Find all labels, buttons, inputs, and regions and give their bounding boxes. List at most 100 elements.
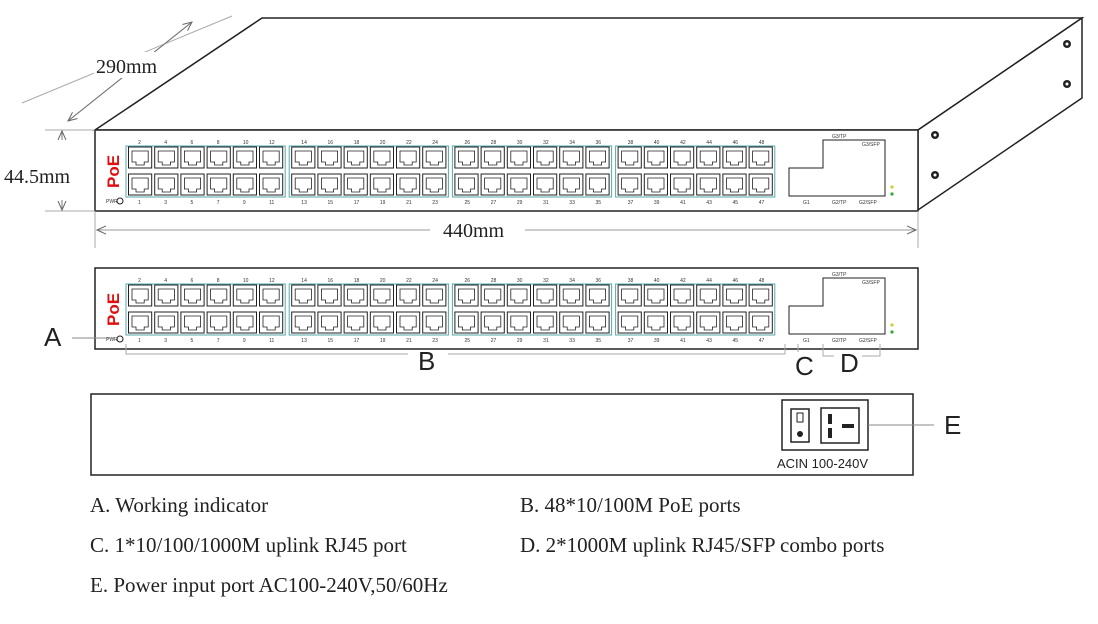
width-label: 440mm [443,220,505,242]
rj45-port-icon [559,173,584,196]
port-number-bottom: 27 [491,200,497,206]
led-indicator-icon [890,192,894,196]
rj45-port-icon [369,311,394,334]
port-block [615,145,776,198]
port-number-bottom: 33 [569,338,575,344]
port-number-top: 10 [243,140,249,146]
rj45-port-icon [128,311,153,334]
port-number-bottom: 35 [596,200,602,206]
rj45-port-icon [533,284,558,307]
rj45-port-icon [154,146,179,169]
port-number-top: 6 [191,278,194,284]
rj45-port-icon [506,311,531,334]
port-number-top: 44 [706,140,712,146]
led-indicator-icon [890,185,894,189]
port-number-bottom: 23 [432,338,438,344]
port-number-bottom: 21 [406,338,412,344]
port-number-top: 12 [269,140,275,146]
g3-tp-label: G3/TP [832,134,847,140]
rj45-port-icon [696,146,721,169]
port-number-top: 34 [569,278,575,284]
rj45-port-icon [232,311,258,334]
port-number-bottom: 17 [354,338,360,344]
port-block [451,145,613,198]
port-block [288,145,449,198]
rj45-port-icon [422,173,447,196]
port-number-top: 28 [491,278,497,284]
g2-sfp-label: G2/SFP [859,338,877,344]
rj45-port-icon [154,284,179,307]
port-number-top: 4 [164,278,167,284]
port-number-bottom: 11 [269,338,274,344]
rj45-port-icon [422,311,447,334]
rj45-port-icon [369,284,394,307]
led-indicator-icon [890,323,894,327]
callout-a: A [44,322,115,352]
port-block [615,283,776,336]
port-number-bottom: 23 [432,200,438,206]
port-number-bottom: 43 [706,200,712,206]
port-number-top: 16 [328,140,334,146]
callout-b: B [125,344,786,376]
rj45-port-icon [533,173,558,196]
port-number-bottom: 31 [543,338,549,344]
port-number-top: 10 [243,278,249,284]
callout-e: E [868,410,961,440]
port-number-top: 20 [380,278,386,284]
rj45-port-icon [670,311,695,334]
port-number-top: 32 [543,278,549,284]
rj45-port-icon [454,173,479,196]
depth-dimension: 290mm [21,15,233,121]
rj45-port-icon [670,284,695,307]
port-number-bottom: 7 [217,338,220,344]
port-number-bottom: 13 [301,200,307,206]
port-number-top: 40 [654,140,660,146]
port-number-top: 24 [432,140,438,146]
port-number-top: 4 [164,140,167,146]
port-number-bottom: 15 [328,200,334,206]
rear-panel [90,393,914,476]
callout-d-label: D [840,348,859,378]
port-number-top: 44 [706,278,712,284]
g3-sfp-label: G3/SFP [862,280,880,286]
port-number-bottom: 5 [191,200,194,206]
rj45-port-icon [180,146,205,169]
port-number-top: 26 [465,278,471,284]
rj45-port-icon [291,173,316,196]
port-number-top: 46 [733,278,739,284]
rj45-port-icon [259,311,284,334]
port-number-bottom: 39 [654,338,660,344]
port-number-bottom: 43 [706,338,712,344]
working-indicator-icon [116,335,124,343]
power-socket-icon [820,407,860,444]
rj45-port-icon [154,173,179,196]
screw-hole-icon [931,40,1071,179]
rj45-port-icon [128,284,153,307]
rj45-port-icon [369,173,394,196]
port-number-bottom: 19 [380,200,386,206]
rj45-port-icon [670,173,695,196]
port-number-bottom: 15 [328,338,334,344]
rj45-port-icon [396,173,421,196]
height-label: 44.5mm [4,166,71,188]
rj45-port-icon [154,311,179,334]
power-label: ACIN 100-240V [777,456,868,471]
port-number-top: 28 [491,140,497,146]
rj45-port-icon [585,146,610,169]
front-panel: PoEPWR2143658710912111413161518172019222… [94,267,919,350]
g2-sfp-label: G2/SFP [859,200,877,206]
port-number-top: 22 [406,140,412,146]
rj45-port-icon [396,146,421,169]
rj45-port-icon [643,284,668,307]
port-number-bottom: 39 [654,200,660,206]
port-number-top: 36 [596,140,602,146]
depth-label: 290mm [96,56,158,78]
port-number-bottom: 25 [465,338,471,344]
poe-logo: PoE [104,155,123,188]
rj45-port-icon [343,284,368,307]
port-number-top: 2 [138,140,141,146]
rj45-port-icon [206,284,231,307]
port-number-bottom: 9 [243,338,246,344]
switch-rear-view: ACIN 100-240V E [90,393,961,476]
rj45-port-icon [422,146,447,169]
